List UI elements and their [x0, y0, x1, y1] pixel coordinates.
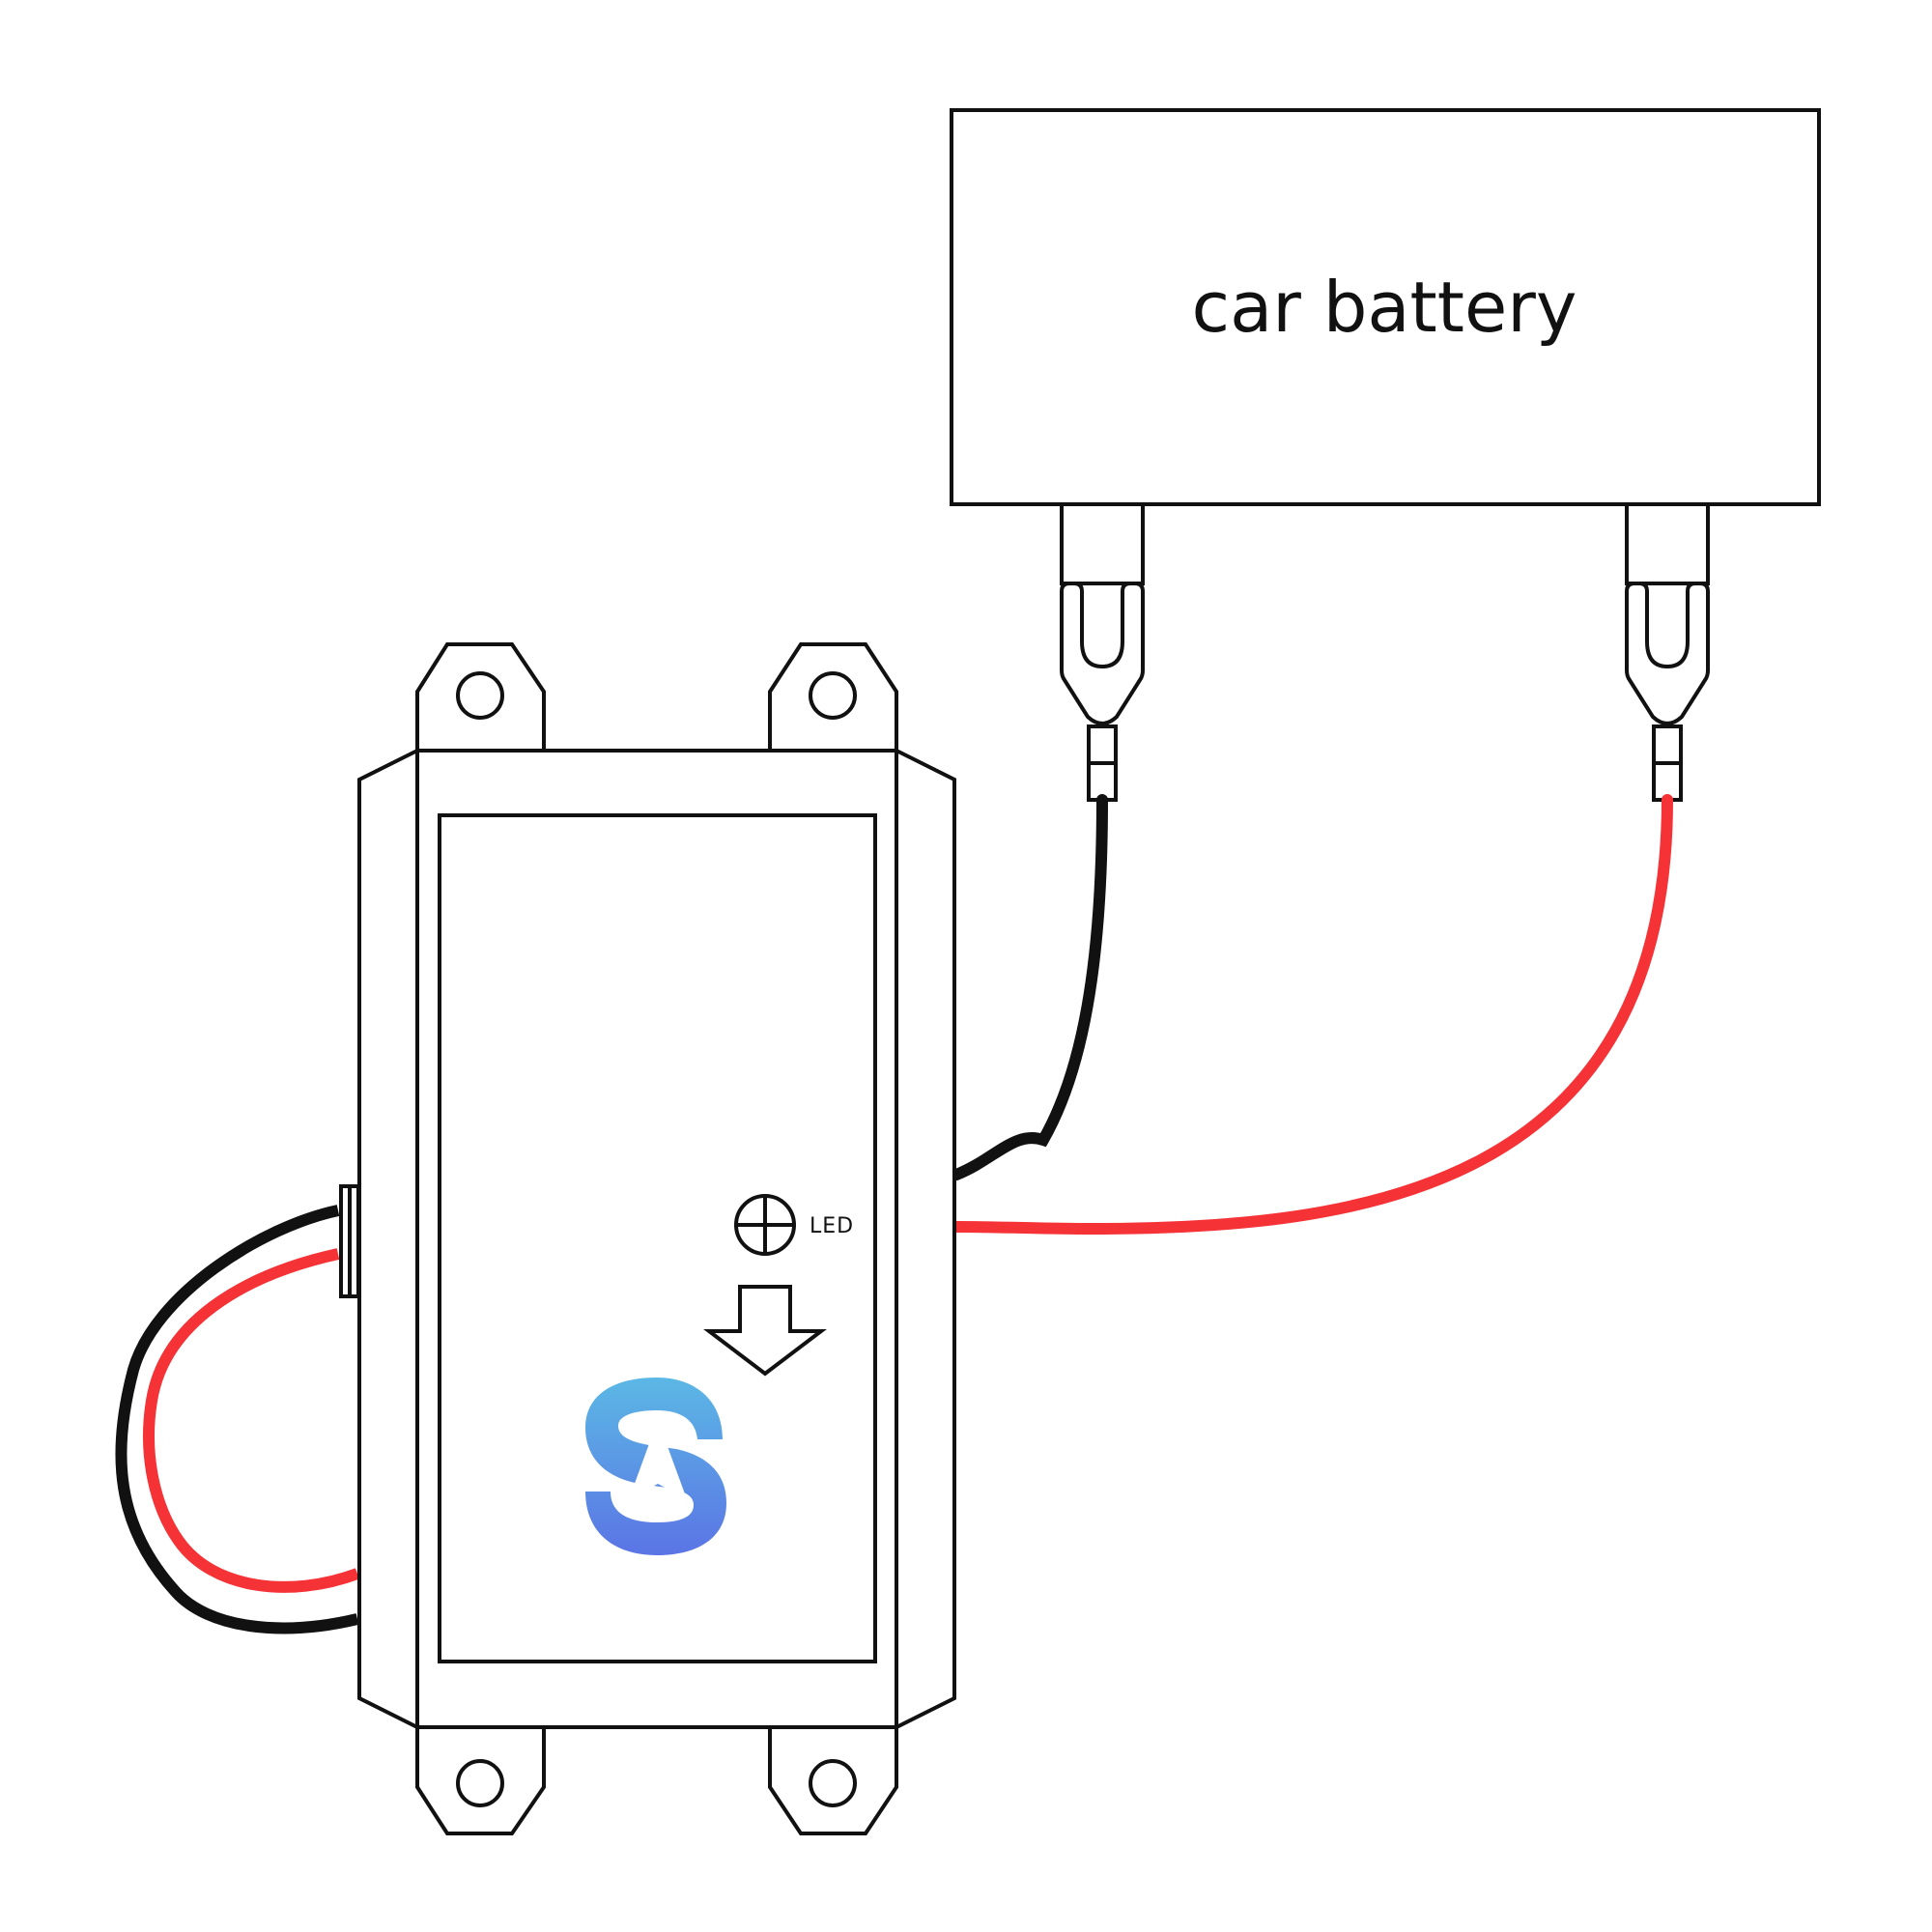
- tracker-device: LED: [357, 747, 956, 1731]
- battery-label: car battery: [1192, 267, 1577, 348]
- device-right-flange: [895, 747, 956, 1731]
- mount-hole: [809, 1759, 857, 1807]
- battery-body: [950, 108, 1821, 506]
- positive-wire: [951, 794, 1673, 1236]
- negative-wire: [951, 794, 1108, 1180]
- car-battery: car battery: [950, 108, 1821, 506]
- device-left-flange: [357, 747, 419, 1731]
- led-icon: [734, 1194, 796, 1256]
- mount-hole: [809, 671, 857, 720]
- led-label: LED: [810, 1214, 854, 1238]
- down-arrow-icon: [703, 1285, 827, 1377]
- positive-terminal: [1625, 502, 1710, 802]
- negative-terminal: [1060, 502, 1145, 802]
- brand-logo-icon: [585, 1378, 726, 1555]
- mounting-tabs: [415, 642, 898, 1835]
- side-connector: [339, 1184, 360, 1298]
- device-panel: [438, 813, 877, 1663]
- device-body: [415, 749, 898, 1729]
- loop-wire-black: [115, 1205, 359, 1634]
- mount-hole: [456, 1759, 504, 1807]
- loop-wire-red: [143, 1248, 360, 1593]
- mount-hole: [456, 671, 504, 720]
